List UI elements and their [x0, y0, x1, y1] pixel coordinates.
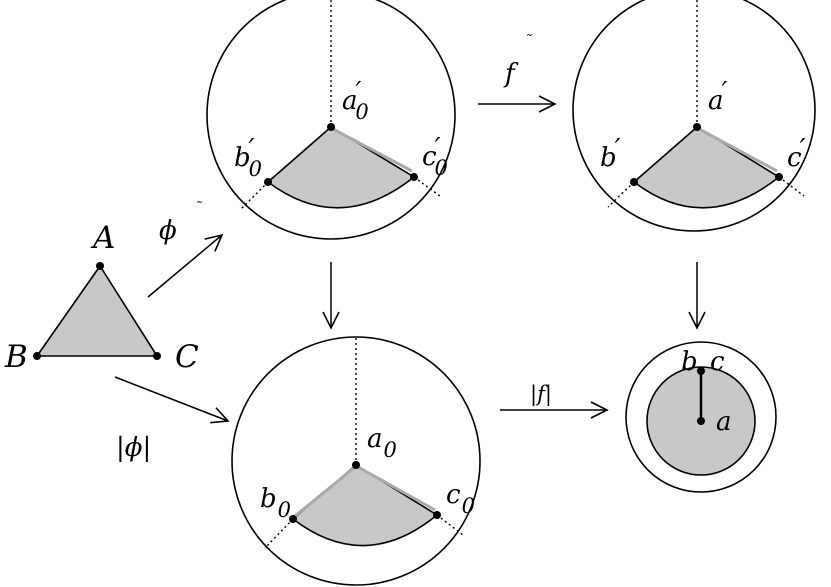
- point-b0: [289, 515, 297, 523]
- outer-circle: [625, 341, 777, 493]
- dotted-ray-left: [264, 518, 294, 549]
- label-a0: a0: [367, 424, 397, 462]
- point-b0-prime: [264, 178, 272, 186]
- dotted-ray-left: [607, 181, 635, 208]
- label-b0-prime: b′0: [234, 134, 262, 181]
- sector-edge-highlight: [698, 127, 778, 173]
- label-c: c: [710, 347, 725, 377]
- point-c-prime: [775, 173, 783, 181]
- outer-circle: [231, 336, 481, 586]
- outer-circle: [572, 0, 816, 232]
- point-a0: [352, 461, 360, 469]
- label-c0-prime: c′0: [422, 133, 448, 180]
- label-vertex-c: C: [175, 339, 199, 375]
- point-c0-prime: [410, 173, 418, 181]
- label-c-prime: c′: [787, 134, 806, 173]
- vertex-b-dot: [33, 352, 41, 360]
- label-f-tilde: f: [503, 59, 519, 89]
- point-a-prime: [693, 123, 701, 131]
- vertex-c-dot: [153, 352, 161, 360]
- label-a-prime: a′: [708, 77, 728, 116]
- label-c0: c0: [446, 480, 475, 518]
- arrows: [114, 95, 706, 424]
- dotted-ray-right: [413, 176, 441, 197]
- label-b-prime: b′: [600, 134, 621, 173]
- circle-top-right: a′ b′ c′: [572, 0, 816, 232]
- point-a0-prime: [327, 123, 335, 131]
- label-b: b: [681, 347, 698, 377]
- label-phi-tilde: ϕ: [159, 216, 177, 246]
- circle-bottom-left: a0 b0 c0: [231, 336, 481, 586]
- sector: [632, 126, 781, 209]
- dotted-ray-right: [778, 176, 805, 197]
- sector-edge-highlight: [332, 127, 413, 173]
- label-b0: b0: [260, 484, 291, 522]
- dotted-ray-left: [239, 181, 269, 211]
- point-a: [697, 417, 705, 425]
- vertex-a-dot: [96, 262, 104, 270]
- label-f-abs: |f|: [530, 382, 552, 407]
- tilde-mark-f: ˜: [526, 33, 533, 49]
- label-vertex-b: B: [4, 339, 28, 375]
- arrow-phi-tilde: [147, 233, 224, 298]
- label-vertex-a: A: [90, 220, 115, 256]
- circle-top-left: a′0 b′0 c′0: [206, 0, 456, 240]
- triangle-shape: [35, 264, 159, 357]
- point-c0: [433, 511, 441, 519]
- point-b-prime: [630, 178, 638, 186]
- tilde-mark-phi: ˜: [196, 200, 203, 216]
- circle-bottom-right: b c a: [625, 341, 777, 493]
- sector: [291, 464, 439, 547]
- sector: [266, 126, 416, 209]
- label-a: a: [716, 407, 732, 437]
- sector-edge-highlight-right: [357, 465, 436, 512]
- sector-edge-highlight-left: [294, 466, 355, 518]
- label-phi-abs: |ϕ|: [116, 433, 151, 463]
- label-a0-prime: a′0: [342, 77, 369, 124]
- triangle-abc: A B C: [4, 220, 199, 375]
- point-bc: [697, 367, 705, 375]
- dotted-ray-right: [436, 514, 464, 536]
- arrow-phi-abs: [114, 376, 230, 424]
- outer-circle: [206, 0, 456, 240]
